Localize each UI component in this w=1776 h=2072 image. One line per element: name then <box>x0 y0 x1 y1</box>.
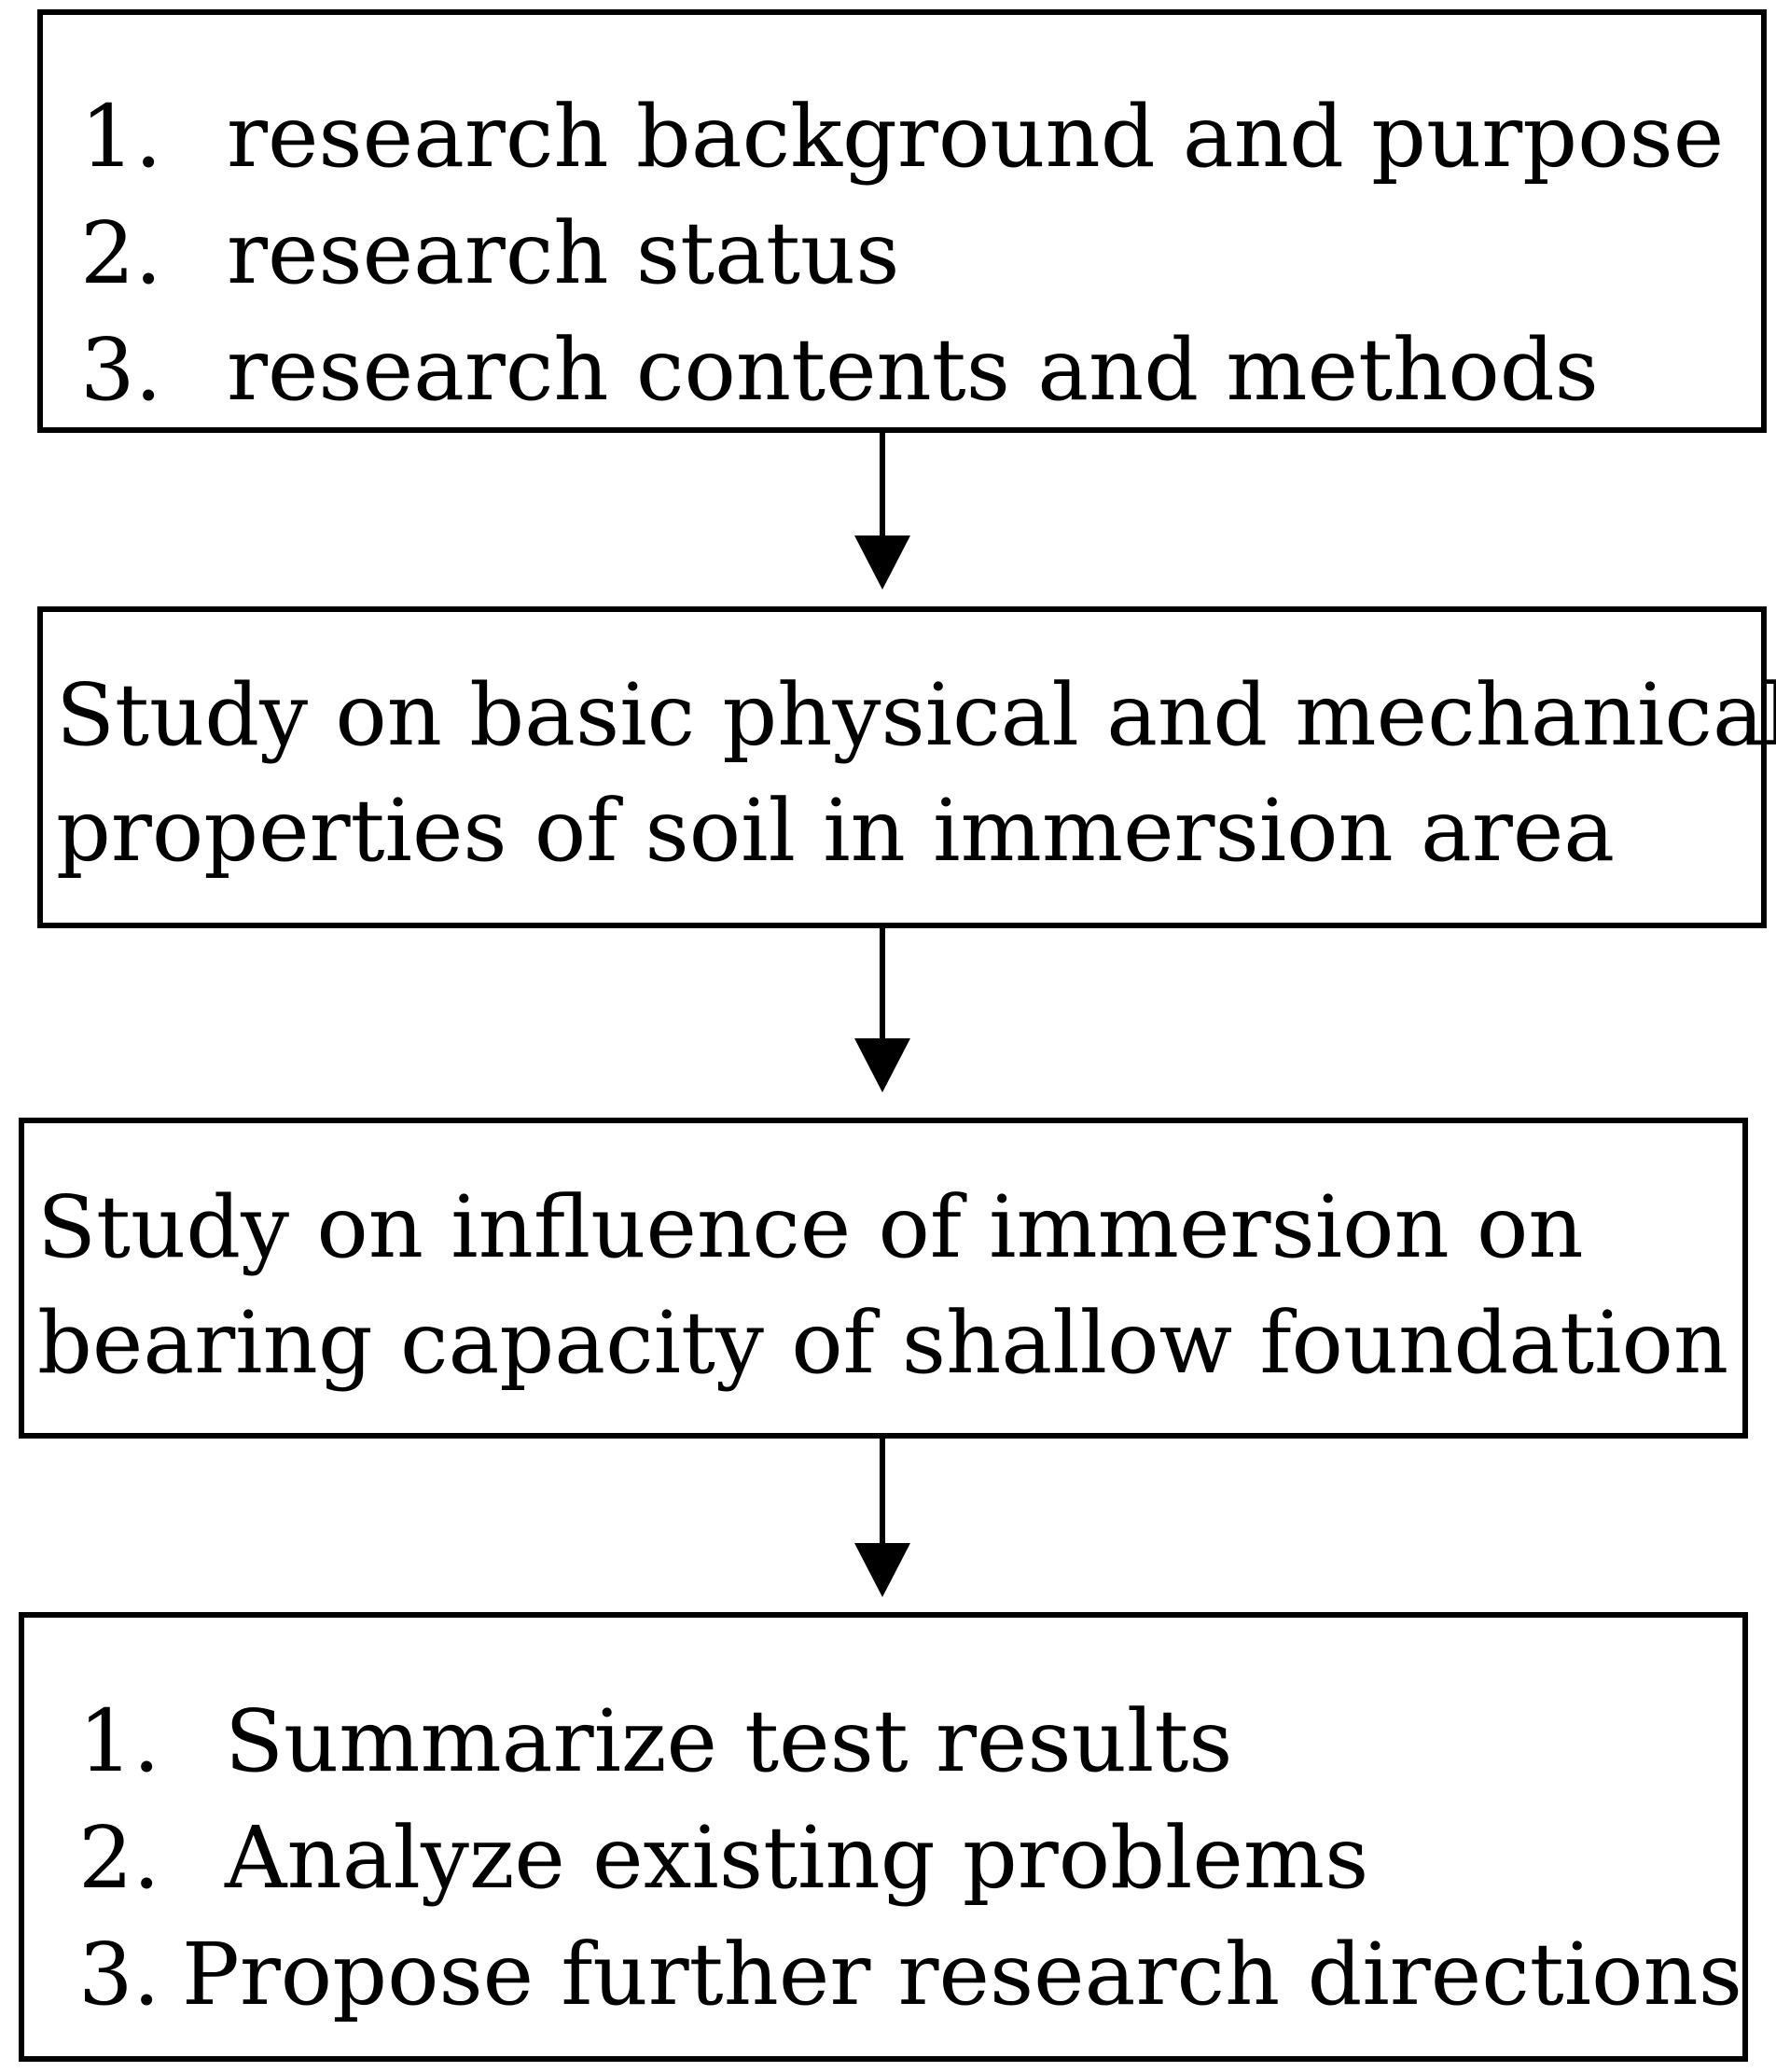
arrow-head <box>854 1543 910 1597</box>
text-line: bearing capacity of shallow foundation <box>37 1293 1729 1393</box>
list-item-number: 3. <box>80 320 162 420</box>
arrow-shaft <box>880 1439 885 1545</box>
list-item-text: Propose further research directions <box>181 1925 1742 2024</box>
list-item-text: research status <box>227 203 900 303</box>
list-item: 3. research contents and methods <box>43 312 1761 428</box>
list-item: 2. Analyze existing problems <box>24 1800 1742 1916</box>
down-arrow-icon <box>854 1439 910 1597</box>
text-line: Study on basic physical and mechanical <box>56 665 1776 765</box>
arrow-shaft <box>880 433 885 537</box>
list-item-number: 2. <box>78 1808 160 1908</box>
flow-step-soil-properties-box: Study on basic physical and mechanical p… <box>37 606 1776 928</box>
text-line: properties of soil in immersion area <box>56 781 1616 881</box>
arrow-head <box>854 1038 910 1092</box>
list-item-number: 3. <box>78 1925 160 2024</box>
arrow-head <box>854 535 910 590</box>
conclusion-list: 1. Summarize test results 2. Analyze exi… <box>24 1683 1742 2033</box>
list-item-text: Summarize test results <box>225 1691 1233 1791</box>
list-item: 1. research background and purpose <box>43 78 1761 195</box>
flow-step-conclusion-box: 1. Summarize test results 2. Analyze exi… <box>19 1612 1748 2062</box>
list-item: 3. Propose further research directions <box>24 1916 1742 2033</box>
list-item-text: Analyze existing problems <box>225 1808 1369 1908</box>
list-item: 2. research status <box>43 195 1761 312</box>
arrow-shaft <box>880 928 885 1040</box>
list-item: 1. Summarize test results <box>24 1683 1742 1800</box>
text-line: Study on influence of immersion on <box>37 1177 1584 1277</box>
introduction-list: 1. research background and purpose 2. re… <box>43 78 1761 428</box>
soil-properties-text: Study on basic physical and mechanical p… <box>56 658 1776 889</box>
list-item-number: 1. <box>78 1691 160 1791</box>
down-arrow-icon <box>854 433 910 590</box>
flow-step-bearing-capacity-box: Study on influence of immersion on beari… <box>19 1118 1748 1439</box>
list-item-number: 1. <box>80 87 162 187</box>
bearing-capacity-text: Study on influence of immersion on beari… <box>37 1170 1733 1401</box>
list-item-text: research background and purpose <box>227 87 1725 187</box>
list-item-text: research contents and methods <box>227 320 1599 420</box>
down-arrow-icon <box>854 928 910 1092</box>
flow-step-introduction-box: 1. research background and purpose 2. re… <box>37 9 1767 433</box>
list-item-number: 2. <box>80 203 162 303</box>
